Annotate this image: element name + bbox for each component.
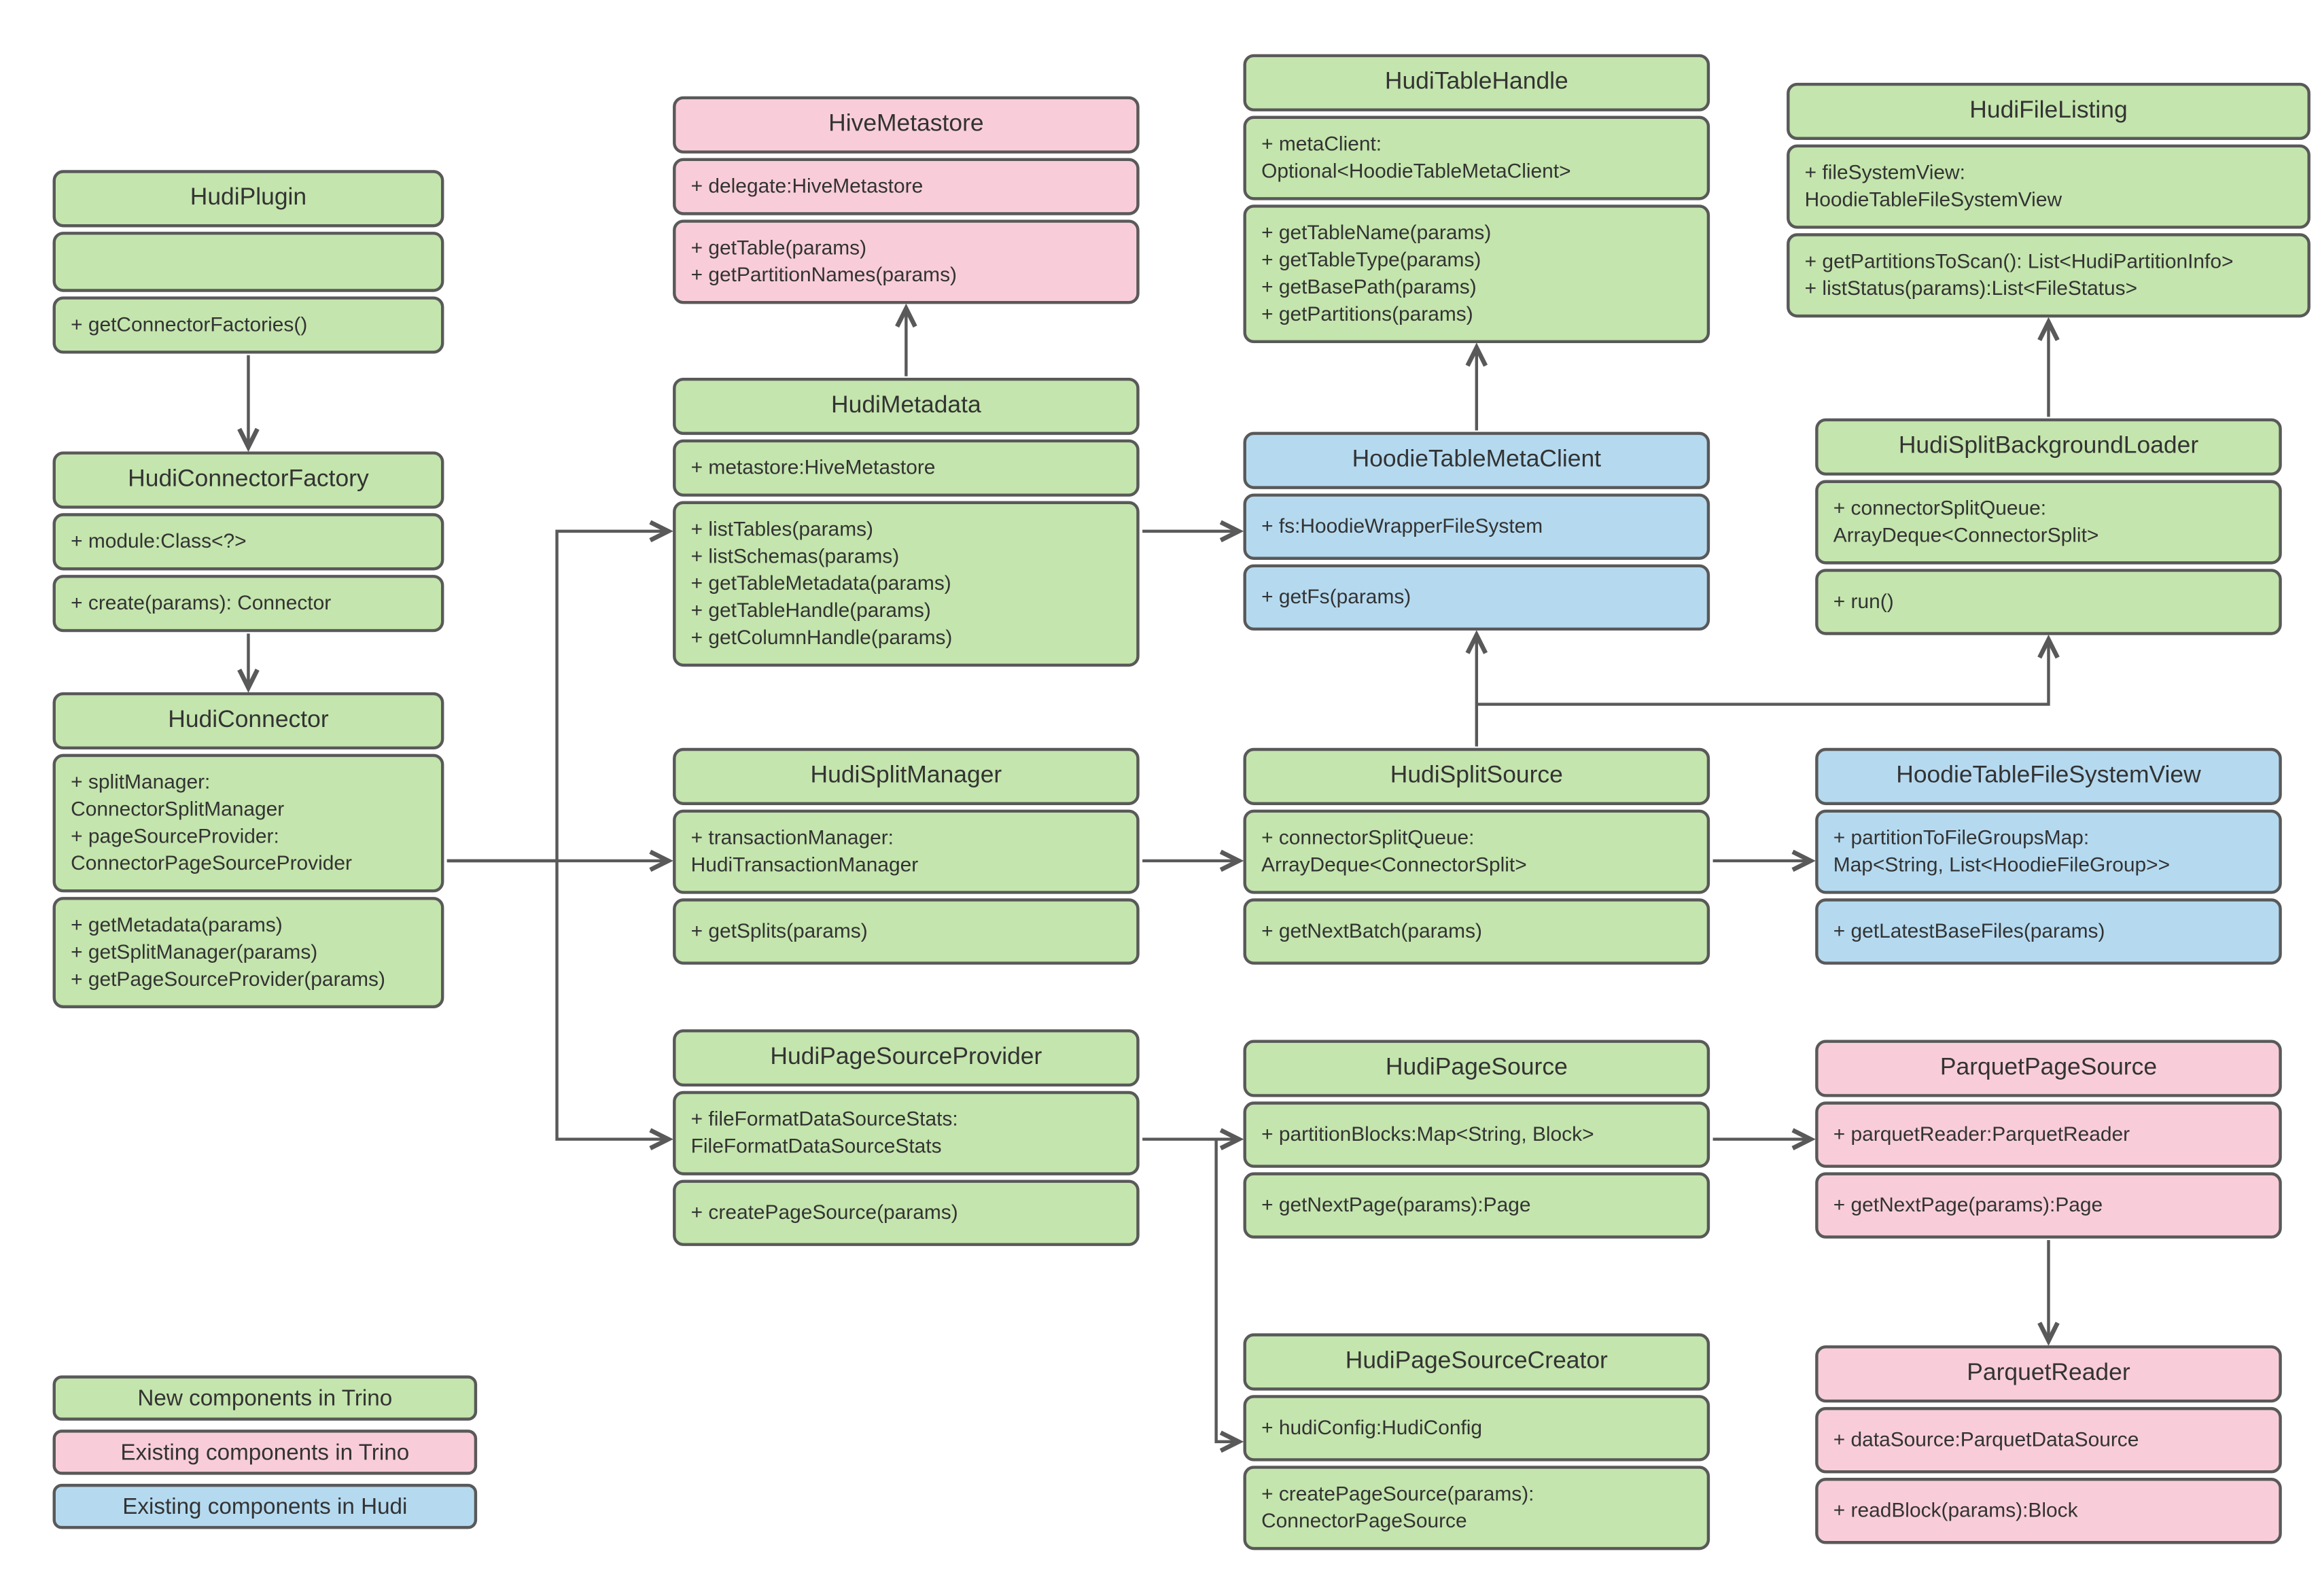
class-title: HudiSplitBackgroundLoader (1815, 418, 2282, 476)
class-title: HudiSplitSource (1243, 747, 1710, 805)
class-title: HoodieTableFileSystemView (1815, 747, 2282, 805)
class-title: HudiMetadata (673, 377, 1140, 436)
class-hudipagesource: HudiPageSource + partitionBlocks:Map<Str… (1243, 1040, 1710, 1239)
arrow-pagesourceprovider-to-pagesourcecreator (1214, 1139, 1239, 1442)
class-hivemetastore: HiveMetastore + delegate:HiveMetastore +… (673, 96, 1140, 304)
class-attributes: + splitManager: ConnectorSplitManager + … (52, 753, 444, 893)
class-title: HudiFileListing (1787, 82, 2311, 140)
class-methods: + getNextBatch(params) (1243, 898, 1710, 965)
class-hudiconnectorfactory: HudiConnectorFactory + module:Class<?> +… (52, 451, 444, 633)
class-methods: + listTables(params) + listSchemas(param… (673, 501, 1140, 667)
class-title: HudiPageSourceCreator (1243, 1333, 1710, 1391)
class-hoodietablefilesystemview: HoodieTableFileSystemView + partitionToF… (1815, 747, 2282, 965)
class-hudisplitsource: HudiSplitSource + connectorSplitQueue: A… (1243, 747, 1710, 965)
class-hudisplitbackgroundloader: HudiSplitBackgroundLoader + connectorSpl… (1815, 418, 2282, 635)
class-title: HudiConnector (52, 692, 444, 750)
class-hudisplitmanager: HudiSplitManager + transactionManager: H… (673, 747, 1140, 965)
arrow-connector-to-pagesourceprovider (446, 859, 669, 1139)
class-methods: + getFs(params) (1243, 564, 1710, 631)
class-attributes: + dataSource:ParquetDataSource (1815, 1406, 2282, 1474)
class-hudipagesourcecreator: HudiPageSourceCreator + hudiConfig:HudiC… (1243, 1333, 1710, 1550)
class-attributes: + connectorSplitQueue: ArrayDeque<Connec… (1243, 809, 1710, 894)
class-methods: + run() (1815, 569, 2282, 635)
class-parquetreader: ParquetReader + dataSource:ParquetDataSo… (1815, 1345, 2282, 1544)
class-hudipagesourceprovider: HudiPageSourceProvider + fileFormatDataS… (673, 1029, 1140, 1246)
class-attributes (52, 232, 444, 292)
class-methods: + getNextPage(params):Page (1243, 1172, 1710, 1239)
class-attributes: + fileSystemView: HoodieTableFileSystemV… (1787, 144, 2311, 229)
class-methods: + getConnectorFactories() (52, 296, 444, 354)
class-title: ParquetPageSource (1815, 1040, 2282, 1097)
class-title: ParquetReader (1815, 1345, 2282, 1403)
class-attributes: + metaClient: Optional<HoodieTableMetaCl… (1243, 116, 1710, 200)
class-hudifilelisting: HudiFileListing + fileSystemView: Hoodie… (1787, 82, 2311, 318)
class-attributes: + partitionToFileGroupsMap: Map<String, … (1815, 809, 2282, 894)
class-title: HiveMetastore (673, 96, 1140, 154)
class-title: HudiPageSourceProvider (673, 1029, 1140, 1087)
class-attributes: + transactionManager: HudiTransactionMan… (673, 809, 1140, 894)
class-methods: + createPageSource(params): ConnectorPag… (1243, 1466, 1710, 1550)
class-title: HudiTableHandle (1243, 54, 1710, 111)
class-attributes: + metastore:HiveMetastore (673, 439, 1140, 497)
class-attributes: + parquetReader:ParquetReader (1815, 1101, 2282, 1168)
legend-new-components-trino: New components in Trino (52, 1375, 478, 1421)
class-methods: + createPageSource(params) (673, 1180, 1140, 1246)
class-attributes: + delegate:HiveMetastore (673, 158, 1140, 215)
class-hudimetadata: HudiMetadata + metastore:HiveMetastore +… (673, 377, 1140, 667)
class-hoodietablemetaclient: HoodieTableMetaClient + fs:HoodieWrapper… (1243, 431, 1710, 631)
class-methods: + getMetadata(params) + getSplitManager(… (52, 897, 444, 1008)
class-attributes: + fileFormatDataSourceStats: FileFormatD… (673, 1090, 1140, 1175)
class-methods: + getLatestBaseFiles(params) (1815, 898, 2282, 965)
class-methods: + getNextPage(params):Page (1815, 1172, 2282, 1239)
arrow-splitsource-to-backgroundloader (1476, 639, 2049, 706)
class-title: HudiSplitManager (673, 747, 1140, 805)
class-attributes: + fs:HoodieWrapperFileSystem (1243, 493, 1710, 560)
class-methods: + getSplits(params) (673, 898, 1140, 965)
class-methods: + getPartitionsToScan(): List<HudiPartit… (1787, 233, 2311, 318)
class-title: HoodieTableMetaClient (1243, 431, 1710, 489)
class-hudiplugin: HudiPlugin + getConnectorFactories() (52, 170, 444, 354)
class-methods: + getTableName(params) + getTableType(pa… (1243, 205, 1710, 343)
class-methods: + create(params): Connector (52, 575, 444, 633)
class-huditablehandle: HudiTableHandle + metaClient: Optional<H… (1243, 54, 1710, 343)
class-methods: + getTable(params) + getPartitionNames(p… (673, 219, 1140, 304)
class-methods: + readBlock(params):Block (1815, 1478, 2282, 1544)
legend-existing-components-hudi: Existing components in Hudi (52, 1483, 478, 1529)
legend-existing-components-trino: Existing components in Trino (52, 1430, 478, 1475)
class-hudiconnector: HudiConnector + splitManager: ConnectorS… (52, 692, 444, 1008)
arrow-connector-to-metadata (446, 531, 669, 863)
class-attributes: + partitionBlocks:Map<String, Block> (1243, 1101, 1710, 1168)
class-title: HudiPlugin (52, 170, 444, 228)
class-parquetpagesource: ParquetPageSource + parquetReader:Parque… (1815, 1040, 2282, 1239)
class-attributes: + module:Class<?> (52, 513, 444, 571)
class-attributes: + connectorSplitQueue: ArrayDeque<Connec… (1815, 480, 2282, 565)
class-title: HudiConnectorFactory (52, 451, 444, 509)
class-title: HudiPageSource (1243, 1040, 1710, 1097)
class-attributes: + hudiConfig:HudiConfig (1243, 1395, 1710, 1461)
